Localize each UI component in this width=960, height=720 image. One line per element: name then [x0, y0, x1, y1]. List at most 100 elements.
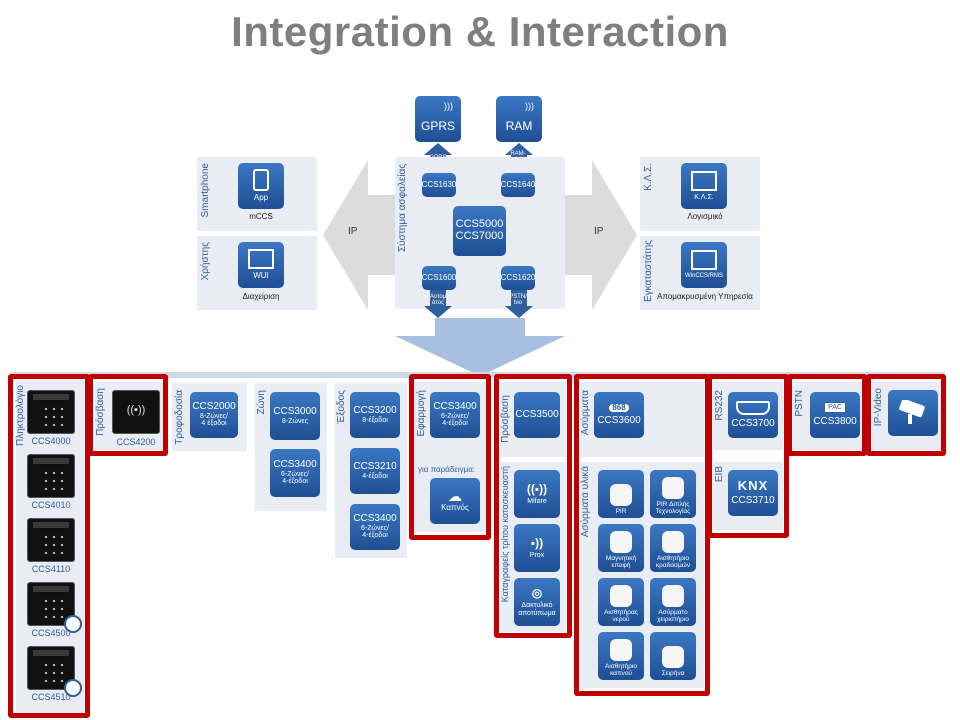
wireless-items-label: Ασύρματα υλικά [580, 466, 591, 538]
dual-pir-sensor-icon [662, 477, 684, 500]
pstn-highlight [787, 374, 867, 456]
keypad-screen [33, 394, 69, 400]
wireless-device-module: PIR [598, 470, 644, 518]
keypad-buttons-icon [42, 661, 66, 687]
keypad-device [27, 582, 82, 633]
vibration-sensor-icon [662, 531, 684, 554]
serial-port-icon [736, 400, 770, 415]
winccs-label: WinCCS/RMS [684, 273, 723, 280]
wireless-label: Ασύρματα [580, 390, 591, 436]
mccs-label: mCCS [249, 212, 273, 221]
wireless-device-module: Αισθητήριο κραδασμών [650, 524, 696, 572]
access2-model: CCS3500 [515, 408, 559, 420]
bus-arrow [395, 318, 565, 376]
badge-reader-icon [64, 615, 82, 633]
signal-icon: ))) [525, 101, 534, 111]
pstn-module: PAC CCS3800 [810, 392, 860, 438]
ip-right-label: IP [594, 226, 604, 237]
reader-module: ((▪)) Mifare [514, 470, 560, 518]
zone-label: Ζώνη [256, 390, 267, 415]
management-label: Διαχείριση [242, 292, 280, 301]
smartphone-label: Smartphone [200, 163, 211, 218]
ccs1620-module: CCS1620 [501, 266, 535, 290]
fingerprint-icon: ◎ [531, 585, 543, 600]
wireless-device-label: PIR [615, 508, 627, 516]
zone-model: CCS3000 [273, 406, 317, 418]
power-desc: 8-Ζώνες/ 4 έξοδοι [200, 412, 228, 428]
keypad-highlight [8, 374, 90, 718]
application-highlight [409, 374, 491, 540]
rfid-icon: ((▪)) [126, 404, 146, 416]
rs232-label: RS232 [714, 390, 725, 421]
output-desc: 4-έξοδοι [362, 472, 388, 480]
cloud-icon: ☁ [448, 488, 462, 505]
zone-desc: 6-Ζώνες/ 4-έξοδοι [281, 470, 309, 486]
pstn-model: CCS3800 [813, 416, 857, 428]
gprs-module: ))) GPRS [415, 96, 461, 142]
eib-module: KNX CCS3710 [728, 470, 778, 516]
signal-icon: ))) [444, 101, 453, 111]
keypad-model: CCS4510 [31, 692, 71, 702]
wireless-device-module: Μαγνητική επαφή [598, 524, 644, 572]
ccs1640-module: CCS1640 [501, 173, 535, 197]
ram-module: ))) RAM [496, 96, 542, 142]
access-highlight [88, 374, 168, 456]
output-desc: 8-έξοδοι [362, 416, 388, 424]
wireless-device-module: Αισθητήρας νερού [598, 578, 644, 626]
keypad-device [27, 454, 75, 498]
keypad-model: CCS4110 [31, 564, 71, 574]
kls-box-label: Κ.Λ.Σ. [694, 193, 714, 201]
reader-label: Prox [529, 552, 545, 560]
wireless-device-label: Ασύρματο χειριστήριο [657, 609, 689, 624]
arrow-down-icon [395, 318, 565, 376]
arrow-right-icon [565, 160, 637, 310]
rfid-icon: ▪)) [530, 535, 544, 550]
smartphone-icon [253, 169, 269, 192]
pstn-label: PSTN [794, 390, 805, 417]
keypad-device [27, 518, 75, 562]
keypad-buttons-icon [42, 597, 66, 623]
camera-icon [899, 400, 925, 424]
gprs-label: GPRS [420, 118, 455, 133]
camera-module [888, 390, 938, 436]
app-label: App [253, 193, 269, 203]
power-model: CCS2000 [192, 401, 236, 413]
ccs7000-label: CCS7000 [455, 230, 504, 242]
output-label: Έξοδος [336, 390, 347, 424]
wui-module: WUI [238, 242, 284, 288]
access-label: Πρόσβαση [95, 388, 106, 436]
power-label: Τροφοδοσία [174, 390, 185, 445]
ram-label: RAM [505, 118, 533, 133]
computer-icon [691, 250, 717, 271]
arrow-down-icon [505, 290, 533, 318]
water-sensor-icon [610, 585, 632, 608]
ipvideo-label: IP-Video [873, 388, 884, 427]
arrow-left-icon [323, 160, 395, 310]
software-label: Λογισμικό [687, 212, 723, 221]
ipvideo-highlight [866, 374, 946, 456]
ip-right-arrow [565, 160, 637, 310]
pir-sensor-icon [610, 484, 632, 507]
eib-label: EIB [714, 466, 725, 483]
ccs5000-label: CCS5000 [455, 218, 504, 231]
wireless-device-label: Μαγνητική επαφή [605, 555, 637, 570]
ip-left-label: IP [348, 226, 358, 237]
application-model: CCS3400 [433, 401, 477, 413]
application-label: Εφαρμογή [416, 390, 427, 437]
winccs-module: WinCCS/RMS [681, 242, 727, 288]
computer-icon [691, 170, 717, 191]
down-arrows [424, 290, 533, 318]
reader-label: Mifare [527, 498, 547, 506]
wireless-device-label: Αισθητήριο κραδασμών [655, 555, 691, 570]
auto-arrow-label: Αυτομ άτος [429, 294, 447, 306]
knx-logo: KNX [737, 478, 769, 494]
rfid-icon: ((▪)) [526, 481, 548, 496]
pac-badge: PAC [824, 402, 846, 414]
output-model: CCS3400 [353, 513, 397, 525]
application-desc: 6-Ζώνες/ 4-έξοδοι [441, 412, 469, 428]
smoke-module: ☁ Καπνός [430, 478, 480, 524]
